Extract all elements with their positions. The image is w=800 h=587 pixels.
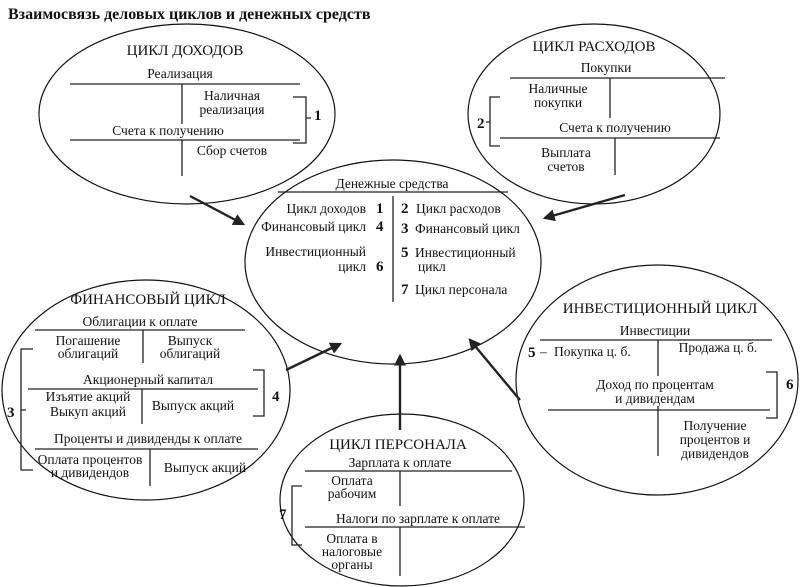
income-cycle-ellipse <box>38 23 336 205</box>
cash-right-num: 5 <box>401 245 409 261</box>
cash-account: Денежные средства Цикл доходов 1 Финансо… <box>261 176 520 302</box>
personnel-acc1-left: Оплата <box>331 473 372 488</box>
income-acc1: Реализация <box>147 66 213 81</box>
cash-right-item: Цикл персонала <box>415 282 507 297</box>
personnel-acc2-left: органы <box>331 557 372 572</box>
cash-left-item: Инвестиционный <box>265 244 366 259</box>
invest-num-5: 5 <box>528 345 536 361</box>
finance-acc2: Акционерный капитал <box>83 372 213 387</box>
invest-title: ИНВЕСТИЦИОННЫЙ ЦИКЛ <box>563 300 758 317</box>
cash-left-item: цикл <box>338 259 366 274</box>
finance-cycle-ellipse <box>1 279 291 501</box>
income-acc2-right: Сбор счетов <box>197 143 267 158</box>
invest-dash: – <box>539 344 547 359</box>
finance-acc1: Облигации к оплате <box>82 314 197 329</box>
personnel-cycle: ЦИКЛ ПЕРСОНАЛА Зарплата к оплате Оплата … <box>279 437 525 576</box>
finance-cycle: ФИНАНСОВЫЙ ЦИКЛ Облигации к оплате Погаш… <box>7 291 280 486</box>
invest-acc1-left: Покупка ц. б. <box>554 344 631 359</box>
finance-title: ФИНАНСОВЫЙ ЦИКЛ <box>70 291 226 308</box>
finance-acc2-left: Выкуп акций <box>50 404 126 419</box>
invest-cycle: ИНВЕСТИЦИОННЫЙ ЦИКЛ Инвестиции 5 – Покуп… <box>528 300 794 461</box>
expense-num: 2 <box>477 116 485 132</box>
personnel-acc2-left: Оплата в <box>326 531 377 546</box>
arrow-income <box>189 194 246 226</box>
personnel-acc1: Зарплата к оплате <box>349 455 452 470</box>
cash-title: Денежные средства <box>335 176 448 191</box>
personnel-acc2: Налоги по зарплате к оплате <box>336 511 500 526</box>
expense-title: ЦИКЛ РАСХОДОВ <box>533 39 656 55</box>
cash-left-item: Цикл доходов <box>286 201 366 216</box>
finance-acc1-left: Погашение <box>56 333 121 348</box>
invest-acc2-right: Получение <box>683 418 746 433</box>
invest-acc2: и дивидендам <box>615 391 695 406</box>
cash-right-item: Финансовый цикл <box>415 221 520 236</box>
cash-ellipse <box>244 159 542 365</box>
income-num: 1 <box>314 108 322 124</box>
cash-right-num: 3 <box>401 221 409 237</box>
expense-cycle: ЦИКЛ РАСХОДОВ Покупки Наличные покупки С… <box>477 39 725 175</box>
invest-acc1-right: Продажа ц. б. <box>679 340 758 355</box>
cash-left-num: 1 <box>376 201 384 217</box>
finance-acc2-right: Выпуск акций <box>152 398 234 413</box>
invest-acc2-right: процентов и <box>680 432 751 447</box>
arrow-expense <box>542 193 626 222</box>
invest-num: 6 <box>786 377 794 393</box>
expense-acc1-left: Наличные <box>529 81 588 96</box>
finance-acc1-right: облигаций <box>160 346 220 361</box>
personnel-cycle-ellipse <box>279 413 525 587</box>
cash-right-num: 2 <box>401 201 409 217</box>
income-cycle: ЦИКЛ ДОХОДОВ Реализация Наличная реализа… <box>70 43 322 176</box>
finance-num-left: 3 <box>7 405 15 421</box>
finance-num-right: 4 <box>272 389 280 405</box>
expense-acc1: Покупки <box>581 60 632 75</box>
income-acc1-right: Наличная <box>204 88 260 103</box>
personnel-num: 7 <box>279 507 287 523</box>
income-acc1-right: реализация <box>200 102 265 117</box>
finance-acc3: Проценты и дивиденды к оплате <box>54 431 242 446</box>
finance-acc3-left: Оплата процентов <box>38 452 143 467</box>
cash-right-item: цикл <box>418 259 446 274</box>
cash-left-item: Финансовый цикл <box>261 219 366 234</box>
finance-acc2-left: Изъятие акций <box>46 389 131 404</box>
personnel-title: ЦИКЛ ПЕРСОНАЛА <box>329 437 467 453</box>
finance-acc1-left: облигаций <box>58 346 118 361</box>
finance-acc1-right: Выпуск <box>168 333 213 348</box>
expense-acc2-left: Выплата <box>541 145 591 160</box>
cash-right-num: 7 <box>401 282 409 298</box>
cash-right-item: Инвестиционный <box>415 245 516 260</box>
arrow-invest <box>468 338 521 401</box>
diagram-title: Взаимосвязь деловых циклов и денежных ср… <box>8 6 371 23</box>
personnel-acc2-left: налоговые <box>322 544 382 559</box>
expense-acc2: Счета к получению <box>559 120 671 135</box>
personnel-acc1-left: рабочим <box>328 486 377 501</box>
income-title: ЦИКЛ ДОХОДОВ <box>127 43 244 59</box>
finance-acc3-left: и дивидендов <box>51 465 129 480</box>
invest-cycle-ellipse <box>515 264 799 496</box>
finance-acc3-right: Выпуск акций <box>164 460 246 475</box>
invest-acc1: Инвестиции <box>620 323 690 338</box>
invest-acc2: Доход по процентам <box>596 377 714 392</box>
cash-left-num: 4 <box>376 219 384 235</box>
invest-acc2-right: дивидендов <box>681 446 749 461</box>
arrows <box>189 193 626 430</box>
expense-acc1-left: покупки <box>534 95 582 110</box>
cash-left-num: 6 <box>376 259 384 275</box>
cash-right-item: Цикл расходов <box>416 201 501 216</box>
income-acc2: Счета к получению <box>112 123 224 138</box>
expense-acc2-left: счетов <box>547 159 584 174</box>
arrow-finance <box>285 342 343 372</box>
